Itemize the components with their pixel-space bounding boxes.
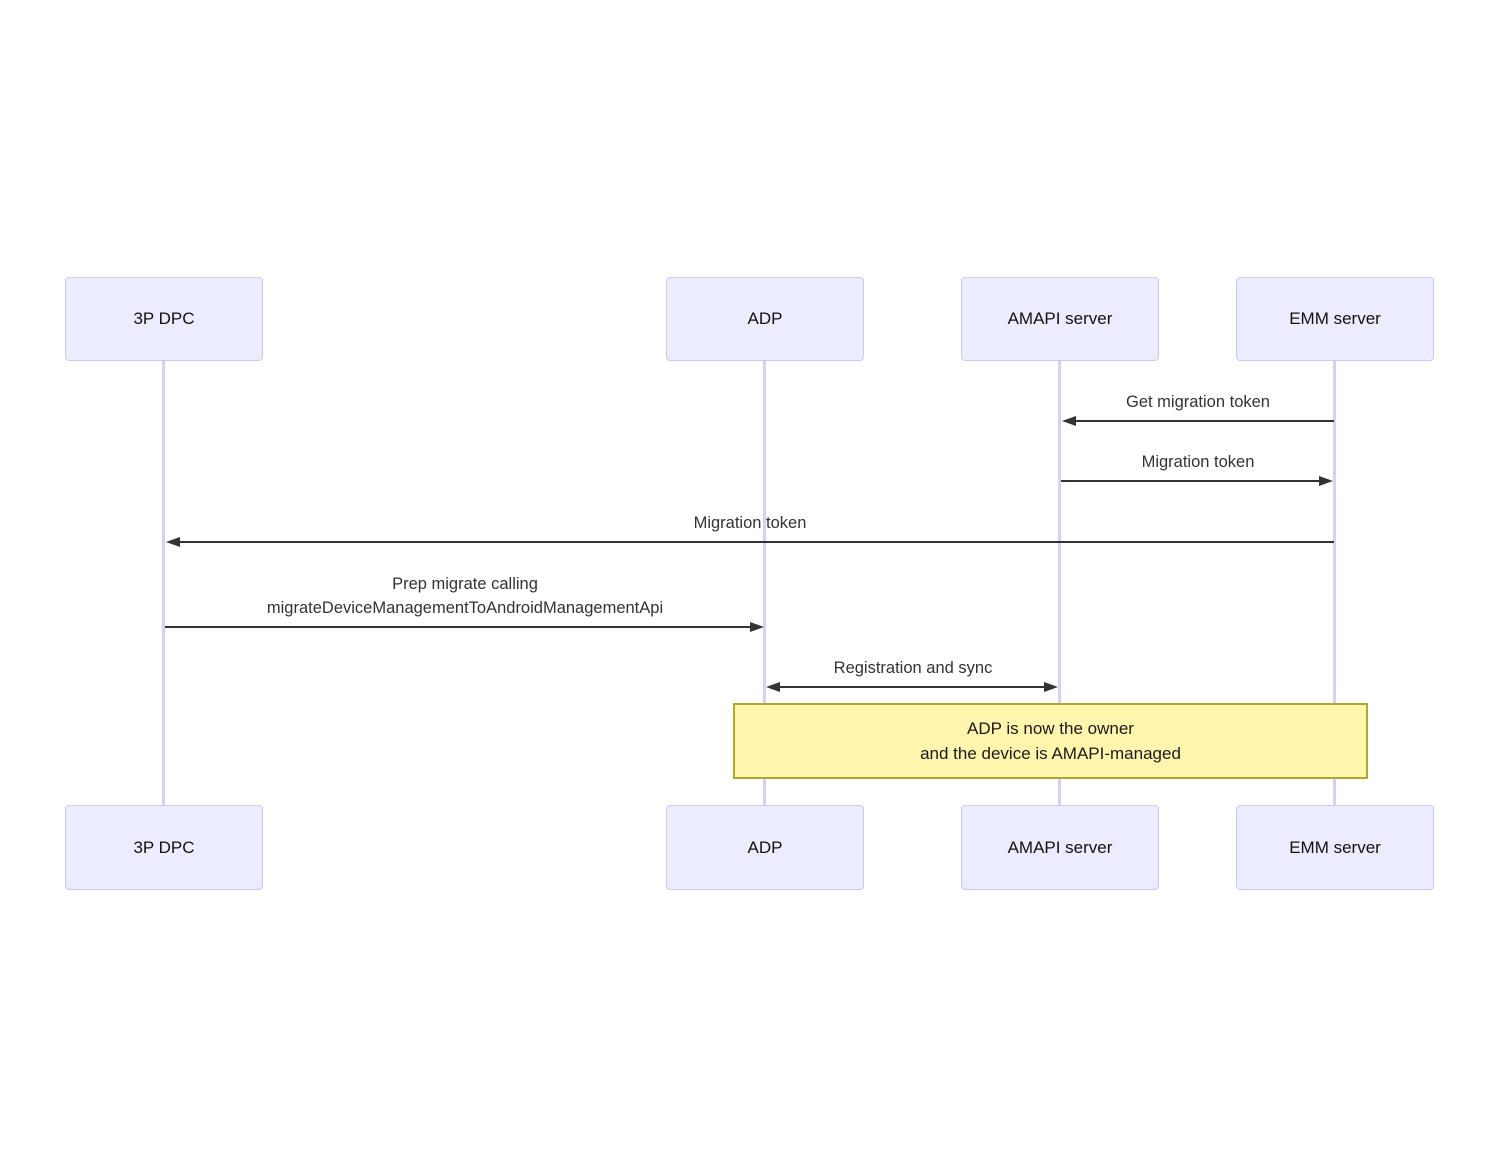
message-label-line-1: Prep migrate calling — [392, 575, 538, 593]
actor-box-amapi-server-bottom: AMAPI server — [961, 805, 1159, 890]
note-line-2: and the device is AMAPI-managed — [920, 744, 1181, 763]
message-line-migration-token-to-dpc — [176, 541, 1334, 543]
actor-label: 3P DPC — [133, 309, 195, 328]
actor-label: 3P DPC — [133, 837, 195, 857]
arrowhead-right-icon — [1319, 476, 1333, 486]
message-line-prep-migrate — [165, 626, 751, 628]
lifeline-emm-server — [1333, 361, 1336, 805]
actor-box-adp-bottom: ADP — [666, 805, 864, 890]
arrowhead-right-icon — [750, 622, 764, 632]
lifeline-3p-dpc — [162, 361, 165, 805]
message-label-prep-migrate: Prep migrate calling migrateDeviceManage… — [164, 572, 766, 620]
actor-box-3p-dpc-top: 3P DPC — [65, 277, 263, 361]
actor-box-3p-dpc-bottom: 3P DPC — [65, 805, 263, 890]
actor-label: ADP — [747, 309, 783, 328]
arrowhead-left-icon — [1062, 416, 1076, 426]
lifeline-adp — [763, 361, 766, 805]
actor-box-amapi-server-top: AMAPI server — [961, 277, 1159, 361]
message-line-get-migration-token — [1072, 420, 1334, 422]
note-line-1: ADP is now the owner — [967, 719, 1134, 738]
actor-label: EMM server — [1289, 309, 1381, 328]
actor-box-adp-top: ADP — [666, 277, 864, 361]
actor-box-emm-server-bottom: EMM server — [1236, 805, 1434, 890]
message-label-registration-and-sync: Registration and sync — [833, 659, 993, 677]
message-line-migration-token-to-emm — [1061, 480, 1321, 482]
actor-label: AMAPI server — [1007, 309, 1113, 328]
message-label-migration-token-to-emm: Migration token — [1141, 453, 1255, 471]
actor-label: AMAPI server — [1007, 837, 1113, 857]
message-label-get-migration-token: Get migration token — [1126, 393, 1270, 411]
arrowhead-left-icon — [766, 682, 780, 692]
actor-box-emm-server-top: EMM server — [1236, 277, 1434, 361]
message-label-line-2: migrateDeviceManagementToAndroidManageme… — [266, 599, 664, 617]
arrowhead-left-icon — [166, 537, 180, 547]
message-line-registration-and-sync — [777, 686, 1047, 688]
arrowhead-right-icon — [1044, 682, 1058, 692]
lifeline-amapi-server — [1058, 361, 1061, 805]
message-label-migration-token-to-dpc: Migration token — [693, 514, 807, 532]
note-adp-owner: ADP is now the owner and the device is A… — [733, 703, 1368, 779]
actor-label: ADP — [747, 837, 783, 857]
actor-label: EMM server — [1289, 837, 1381, 857]
